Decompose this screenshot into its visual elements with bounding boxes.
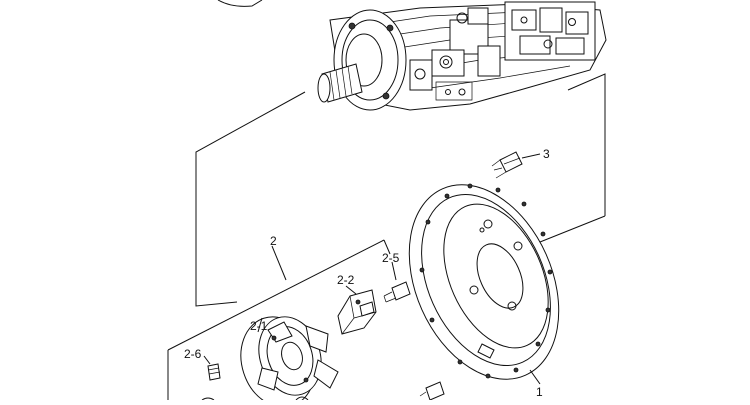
hydraulic-pump-assembly: [217, 0, 607, 111]
part-2-leaders: [167, 239, 391, 400]
bottom-bolt: [419, 381, 445, 401]
callout-3: 3: [543, 147, 550, 161]
callout-2-1: 2-1: [250, 319, 268, 333]
callout-1: 1: [536, 385, 543, 399]
bolt-part-3: [491, 151, 541, 179]
coupling-element-part-2-2: [337, 285, 377, 335]
callout-2-2: 2-2: [337, 273, 355, 287]
callout-2: 2: [270, 234, 277, 248]
exploded-view-outline: [195, 73, 606, 307]
flywheel-housing-part-1: [408, 183, 560, 385]
callout-2-5: 2-5: [382, 251, 400, 265]
callout-2-6: 2-6: [184, 347, 202, 361]
bolt-part-2-5: [383, 261, 411, 303]
set-screw-part-2-6: [201, 355, 309, 401]
coupling-hub-part-2-1: [240, 316, 339, 405]
